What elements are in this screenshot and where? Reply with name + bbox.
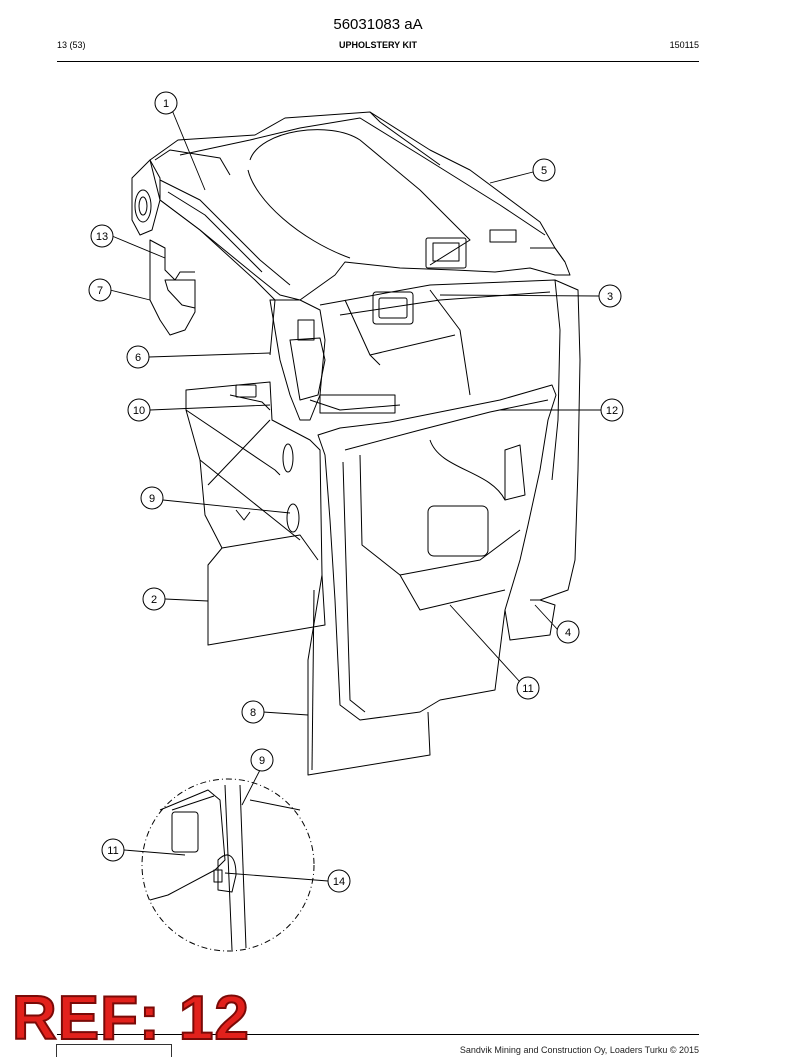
rear-wall-panel-3: [309, 279, 581, 601]
callout-11: 11: [516, 676, 540, 700]
callout-12: 12: [600, 398, 624, 422]
callout-3: 3: [598, 284, 622, 308]
callout-4: 4: [556, 620, 580, 644]
cab-roof-panel: [149, 111, 571, 301]
svg-text:12: 12: [606, 405, 618, 417]
header-rule: [57, 61, 699, 62]
detail-view: [141, 778, 315, 952]
svg-text:7: 7: [97, 285, 103, 297]
callout-8: 8: [241, 700, 265, 724]
callout-13: 13: [90, 224, 114, 248]
svg-text:3: 3: [607, 291, 613, 303]
document-number: 56031083 aA: [333, 16, 423, 33]
svg-text:5: 5: [541, 165, 547, 177]
page-title: UPHOLSTERY KIT: [338, 40, 417, 50]
brand-logo: [56, 1044, 172, 1057]
svg-text:4: 4: [565, 627, 571, 639]
upholstery-piece-7: [149, 239, 196, 336]
page-number: 13 (53): [57, 40, 86, 50]
callout-6: 6: [126, 345, 150, 369]
callout-11-detail: 11: [101, 838, 125, 862]
callout-7: 7: [88, 278, 112, 302]
callout-1: 1: [154, 91, 178, 115]
callout-5: 5: [532, 158, 556, 182]
callout-10: 10: [127, 398, 151, 422]
svg-text:8: 8: [250, 707, 256, 719]
svg-text:10: 10: [133, 405, 145, 417]
svg-text:13: 13: [96, 231, 108, 243]
footer-copyright: Sandvik Mining and Construction Oy, Load…: [459, 1045, 699, 1055]
door-panel-11: [317, 384, 557, 721]
callout-2: 2: [142, 587, 166, 611]
callout-9-detail: 9: [250, 748, 274, 772]
svg-text:1: 1: [163, 98, 169, 110]
callout-14: 14: [327, 869, 351, 893]
reference-stamp: REF: 12: [11, 984, 250, 1053]
cab-left-front: [131, 149, 276, 356]
svg-text:9: 9: [259, 755, 265, 767]
svg-text:2: 2: [151, 594, 157, 606]
svg-text:11: 11: [107, 845, 118, 857]
svg-text:9: 9: [149, 493, 155, 505]
svg-text:6: 6: [135, 352, 141, 364]
pillar-trim-6: [269, 299, 326, 421]
callout-9: 9: [140, 486, 164, 510]
svg-text:14: 14: [333, 876, 345, 888]
floor-panel-8: [307, 574, 556, 776]
left-lower-panel-2: [185, 381, 326, 646]
svg-text:11: 11: [522, 683, 533, 695]
footer-rule: [57, 1034, 699, 1035]
header-date: 150115: [669, 40, 699, 50]
leader-lines: [109, 109, 601, 882]
